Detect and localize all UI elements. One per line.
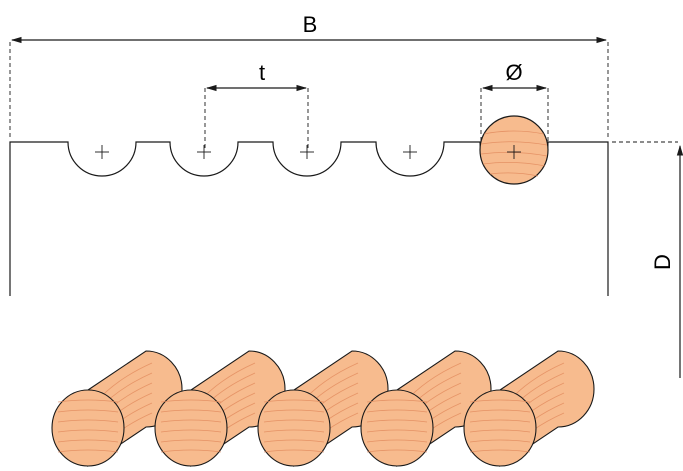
wooden-rod — [463, 350, 595, 468]
width-label: B — [303, 12, 318, 37]
groove-profile — [9, 115, 609, 296]
wooden-rod — [360, 350, 492, 468]
rod-cross-section — [479, 115, 549, 185]
depth-dimension: D — [612, 141, 683, 378]
groove-center-mark — [300, 145, 314, 159]
depth-label: D — [650, 254, 675, 270]
wooden-rod — [154, 350, 286, 468]
diameter-dimension: Ø — [480, 60, 549, 150]
pitch-label: t — [259, 60, 265, 85]
pitch-dimension: t — [204, 60, 309, 150]
groove-center-mark — [403, 145, 417, 159]
groove-center-mark — [197, 145, 211, 159]
wooden-rods-row — [51, 350, 595, 468]
groove-center-mark — [95, 145, 109, 159]
width-dimension: B — [9, 12, 609, 140]
wooden-rod — [257, 350, 389, 468]
diameter-label: Ø — [505, 60, 522, 85]
